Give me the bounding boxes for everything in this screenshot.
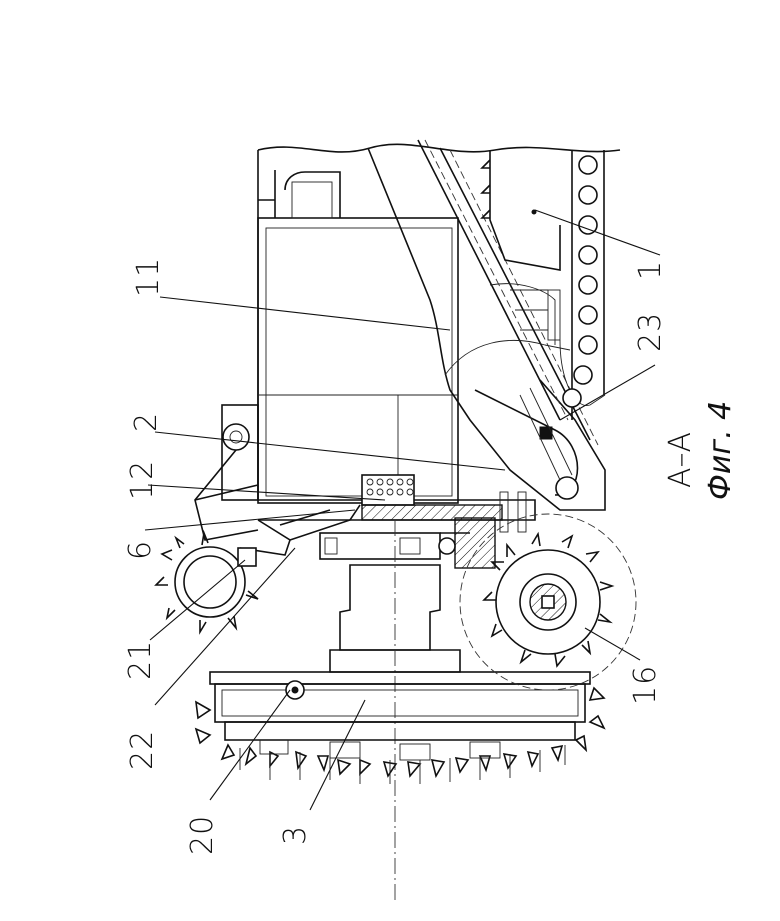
drive-column: [330, 520, 460, 900]
callout-16: 16: [628, 665, 663, 705]
callout-11: 12: [125, 460, 160, 500]
chain-conveyor: [482, 150, 605, 420]
figure-caption: Фиг. 4: [703, 401, 738, 500]
chain-links: [563, 156, 597, 407]
callout-12: 3: [278, 825, 313, 845]
callout-22: 22: [125, 730, 160, 770]
linkage-assembly: [195, 405, 535, 568]
callout-3: 6: [123, 540, 158, 560]
callout-20: 20: [185, 815, 220, 855]
callout-6: 11: [131, 257, 166, 297]
callout-2: 2: [129, 412, 164, 432]
cutting-head: [196, 672, 604, 784]
callout-23: 23: [633, 312, 668, 352]
cutter-bits: [196, 688, 604, 776]
section-label: А–А: [663, 432, 698, 488]
small-cutter-drum: [156, 533, 258, 632]
callout-21: 21: [123, 640, 158, 680]
callout-1: 1: [633, 260, 668, 280]
